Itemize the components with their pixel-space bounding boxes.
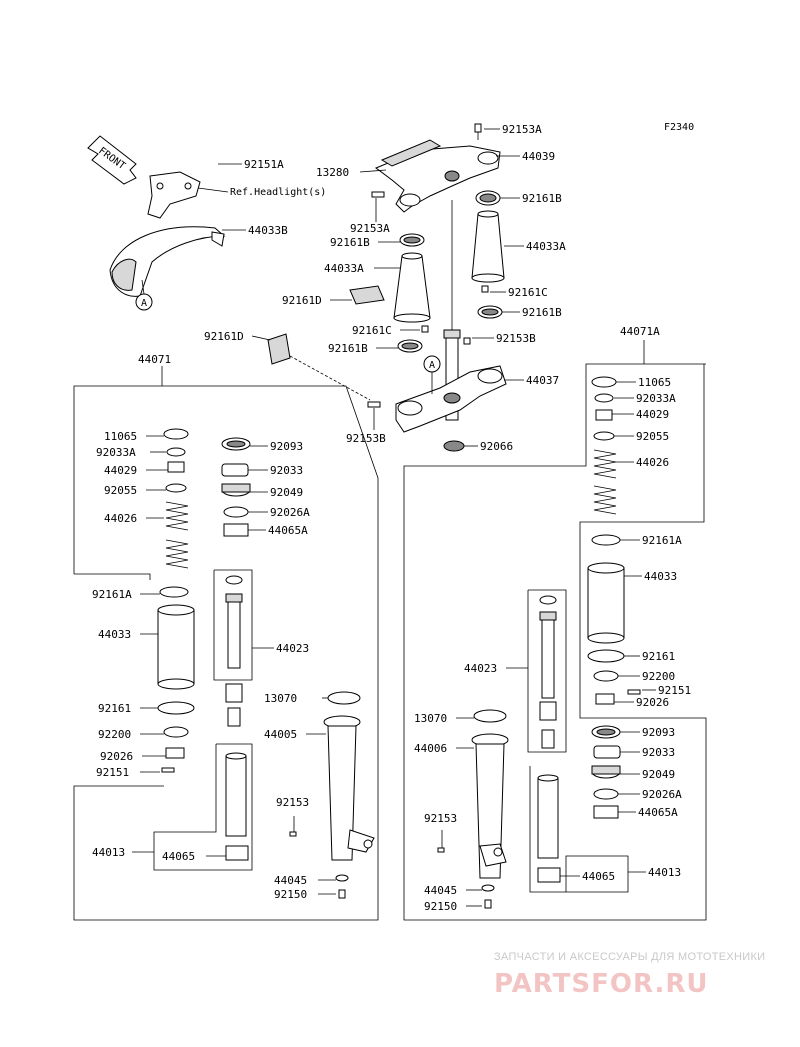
left-label-92049: 92049 bbox=[270, 486, 303, 499]
right-label-44065A: 44065A bbox=[638, 806, 678, 819]
label-92161C-right: 92161C bbox=[508, 286, 548, 299]
left-label-92151: 92151 bbox=[96, 766, 129, 779]
watermark-brand: PARTSFOR.RU bbox=[494, 969, 708, 999]
right-label-44023: 44023 bbox=[464, 662, 497, 675]
right-label-44026: 44026 bbox=[636, 456, 669, 469]
right-label-92033: 92033 bbox=[642, 746, 675, 759]
right-label-92093: 92093 bbox=[642, 726, 675, 739]
label-92161D-2: 92161D bbox=[204, 330, 244, 343]
left-outer-tube-44005 bbox=[323, 715, 375, 861]
left-label-92150: 92150 bbox=[274, 888, 307, 901]
right-label-92150: 92150 bbox=[424, 900, 457, 913]
right-label-92161A: 92161A bbox=[642, 534, 682, 547]
left-label-44065: 44065 bbox=[162, 850, 195, 863]
right-label-44006: 44006 bbox=[414, 742, 447, 755]
left-cartridge-box bbox=[213, 569, 253, 681]
label-92161B-2: 92161B bbox=[330, 236, 370, 249]
label-ref-headlight: Ref.Headlight(s) bbox=[230, 187, 326, 198]
left-label-44033: 44033 bbox=[98, 628, 131, 641]
left-label-44045: 44045 bbox=[274, 874, 307, 887]
left-label-92055: 92055 bbox=[104, 484, 137, 497]
left-tube-44033 bbox=[157, 604, 195, 690]
right-label-92026: 92026 bbox=[636, 696, 669, 709]
label-44033A-right: 44033A bbox=[526, 240, 566, 253]
label-92161C-left: 92161C bbox=[352, 324, 392, 337]
right-label-44029: 44029 bbox=[636, 408, 669, 421]
circle-a-right: A bbox=[429, 360, 435, 371]
right-label-92049: 92049 bbox=[642, 768, 675, 781]
left-label-92161A: 92161A bbox=[92, 588, 132, 601]
left-label-44023: 44023 bbox=[276, 642, 309, 655]
label-44039: 44039 bbox=[522, 150, 555, 163]
right-label-13070: 13070 bbox=[414, 712, 447, 725]
lower-bracket-44037 bbox=[395, 365, 507, 433]
label-92153B-left: 92153B bbox=[346, 432, 386, 445]
watermark-tagline: ЗАПЧАСТИ И АКСЕССУАРЫ ДЛЯ МОТОТЕХНИКИ bbox=[494, 951, 765, 963]
label-44071A: 44071A bbox=[620, 325, 660, 338]
diagram-code: F2340 bbox=[664, 122, 694, 133]
right-label-92033A: 92033A bbox=[636, 392, 676, 405]
left-label-92033A: 92033A bbox=[96, 446, 136, 459]
label-92161B-4: 92161B bbox=[328, 342, 368, 355]
label-44071: 44071 bbox=[138, 353, 171, 366]
lower-cover-44033B bbox=[109, 226, 226, 297]
left-label-92093: 92093 bbox=[270, 440, 303, 453]
left-label-92026: 92026 bbox=[100, 750, 133, 763]
left-label-92200: 92200 bbox=[98, 728, 131, 741]
right-label-92151: 92151 bbox=[658, 684, 691, 697]
label-92153B-right: 92153B bbox=[496, 332, 536, 345]
boot-44033A-right bbox=[471, 210, 505, 283]
right-outer-tube-44006 bbox=[471, 733, 509, 879]
label-92066: 92066 bbox=[480, 440, 513, 453]
label-92161D-1: 92161D bbox=[282, 294, 322, 307]
right-label-44045: 44045 bbox=[424, 884, 457, 897]
right-label-92200: 92200 bbox=[642, 670, 675, 683]
plate-92161D-1 bbox=[349, 285, 385, 305]
left-spring-44026 bbox=[165, 501, 189, 569]
label-92161B-1: 92161B bbox=[522, 192, 562, 205]
label-92153A-mid: 92153A bbox=[350, 222, 390, 235]
left-label-44029: 44029 bbox=[104, 464, 137, 477]
right-label-92026A: 92026A bbox=[642, 788, 682, 801]
right-label-92161: 92161 bbox=[642, 650, 675, 663]
left-label-44013: 44013 bbox=[92, 846, 125, 859]
right-label-92153: 92153 bbox=[424, 812, 457, 825]
reference-circle-a bbox=[135, 293, 153, 311]
right-label-11065: 11065 bbox=[638, 376, 671, 389]
circle-a-left: A bbox=[141, 298, 147, 309]
right-label-92055: 92055 bbox=[636, 430, 669, 443]
right-tube-44033 bbox=[587, 562, 625, 644]
front-arrow-icon: FRONT bbox=[87, 135, 137, 185]
left-label-92026A: 92026A bbox=[270, 506, 310, 519]
right-spring-44026 bbox=[593, 449, 617, 515]
right-fork-frame bbox=[403, 363, 707, 921]
label-44033B: 44033B bbox=[248, 224, 288, 237]
left-label-44026: 44026 bbox=[104, 512, 137, 525]
label-13280: 13280 bbox=[316, 166, 349, 179]
left-label-44065A: 44065A bbox=[268, 524, 308, 537]
left-label-92153: 92153 bbox=[276, 796, 309, 809]
plate-92161D-2 bbox=[267, 333, 291, 365]
left-label-13070: 13070 bbox=[264, 692, 297, 705]
boot-44033A-left bbox=[393, 252, 431, 323]
label-92161B-3: 92161B bbox=[522, 306, 562, 319]
right-label-44033: 44033 bbox=[644, 570, 677, 583]
left-label-44005: 44005 bbox=[264, 728, 297, 741]
right-label-44013: 44013 bbox=[648, 866, 681, 879]
upper-bracket-44039 bbox=[374, 139, 501, 213]
label-92151A: 92151A bbox=[244, 158, 284, 171]
left-label-92161: 92161 bbox=[98, 702, 131, 715]
headlight-bracket bbox=[147, 171, 201, 219]
left-label-11065: 11065 bbox=[104, 430, 137, 443]
left-label-92033: 92033 bbox=[270, 464, 303, 477]
left-fork-frame bbox=[73, 385, 379, 921]
label-44033A-left: 44033A bbox=[324, 262, 364, 275]
right-cartridge-box bbox=[527, 589, 567, 753]
label-92153A-top: 92153A bbox=[502, 123, 542, 136]
label-44037: 44037 bbox=[526, 374, 559, 387]
right-label-44065: 44065 bbox=[582, 870, 615, 883]
